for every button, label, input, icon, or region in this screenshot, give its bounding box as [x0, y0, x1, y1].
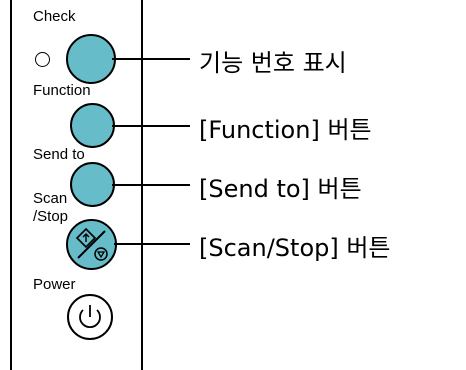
send-to-label: Send to	[33, 146, 85, 163]
function-button-callout: [Function] 버튼	[199, 116, 372, 144]
power-button[interactable]	[67, 294, 113, 340]
power-label: Power	[33, 276, 76, 293]
scan-stop-button-callout: [Scan/Stop] 버튼	[199, 234, 391, 262]
send-to-button[interactable]	[70, 162, 115, 207]
power-icon	[79, 305, 101, 329]
check-lamp-icon	[35, 52, 50, 67]
function-label: Function	[33, 82, 91, 99]
check-label: Check	[33, 8, 76, 25]
function-number-display	[66, 34, 116, 84]
function-number-callout: 기능 번호 표시	[199, 49, 347, 77]
scan-label: Scan	[33, 190, 68, 207]
stop-label: /Stop	[33, 208, 69, 225]
send-to-button-callout: [Send to] 버튼	[199, 175, 362, 203]
scan-stop-icon	[75, 227, 108, 261]
